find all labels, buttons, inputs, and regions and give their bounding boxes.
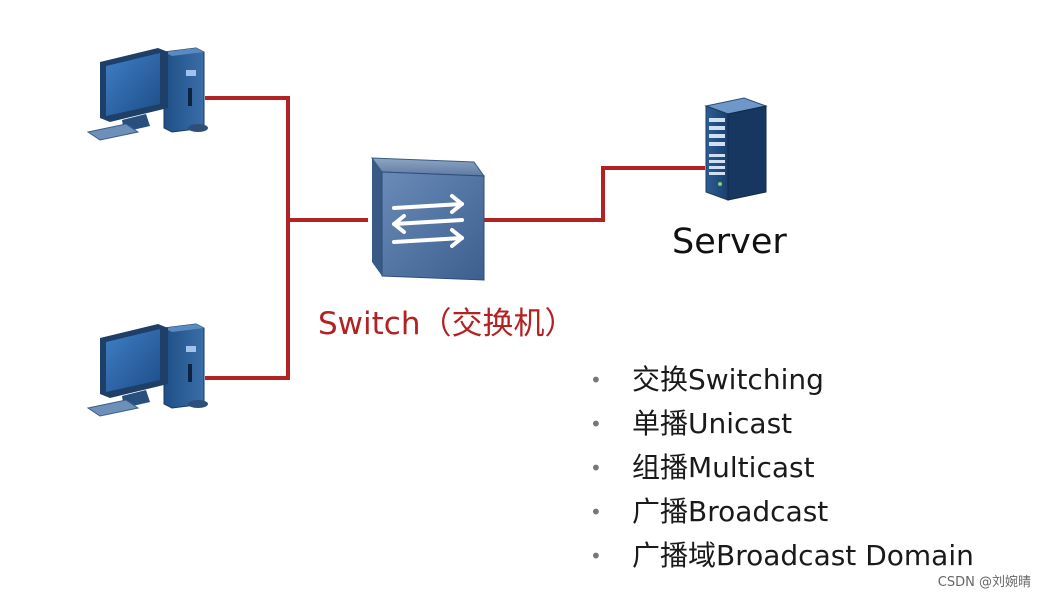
feature-list: • 交换Switching • 单播Unicast • 组播Multicast • 广播… — [588, 358, 974, 578]
bullet-icon: • — [590, 544, 602, 568]
network-links — [205, 96, 705, 380]
switch-label: Switch（交换机） — [318, 306, 576, 342]
pc-icon — [86, 323, 208, 417]
link-pc1-switch — [205, 96, 368, 222]
server-label: Server — [672, 222, 787, 262]
feature-text: 单播Unicast — [632, 407, 793, 440]
list-item: • 交换Switching — [588, 358, 974, 402]
bullet-icon: • — [590, 500, 602, 524]
link-switch-server — [482, 166, 705, 222]
server-icon — [704, 97, 768, 201]
pc-icon — [86, 47, 208, 141]
bullet-icon: • — [590, 412, 602, 436]
feature-text: 广播域Broadcast Domain — [632, 539, 974, 572]
link-pc2-switch — [205, 220, 290, 380]
feature-text: 广播Broadcast — [632, 495, 829, 528]
bullet-icon: • — [590, 456, 602, 480]
list-item: • 广播域Broadcast Domain — [588, 534, 974, 578]
list-item: • 广播Broadcast — [588, 490, 974, 534]
list-item: • 组播Multicast — [588, 446, 974, 490]
feature-text: 组播Multicast — [632, 451, 815, 484]
list-item: • 单播Unicast — [588, 402, 974, 446]
feature-text: 交换Switching — [632, 363, 824, 396]
bullet-icon: • — [590, 368, 602, 392]
switch-icon — [371, 157, 485, 281]
watermark: CSDN @刘婉晴 — [937, 575, 1031, 590]
